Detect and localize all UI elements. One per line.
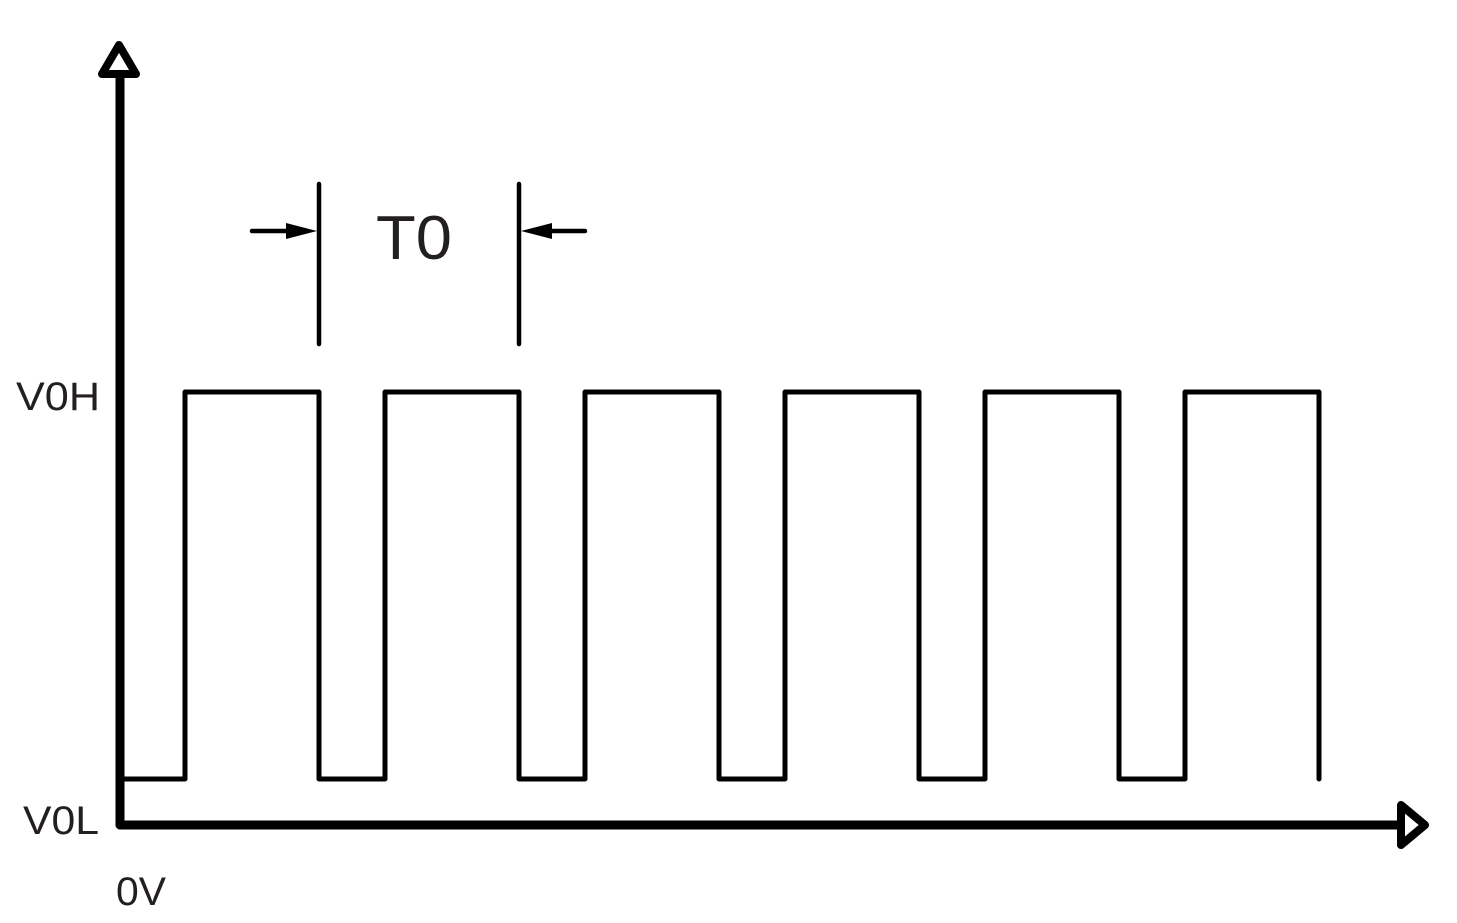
period-marker: T0 xyxy=(249,181,588,347)
arrow-right-icon xyxy=(249,223,317,239)
origin-label: 0V xyxy=(116,870,166,914)
period-label: T0 xyxy=(376,204,452,273)
y-axis-arrow-icon xyxy=(98,41,140,78)
x-axis-arrow-icon xyxy=(1397,801,1429,849)
low-level-label: V0L xyxy=(23,799,99,843)
high-level-label: V0H xyxy=(16,375,100,419)
x-axis xyxy=(115,801,1429,849)
square-waveform xyxy=(121,389,1322,782)
arrow-left-icon xyxy=(521,223,588,239)
y-axis xyxy=(98,41,140,830)
